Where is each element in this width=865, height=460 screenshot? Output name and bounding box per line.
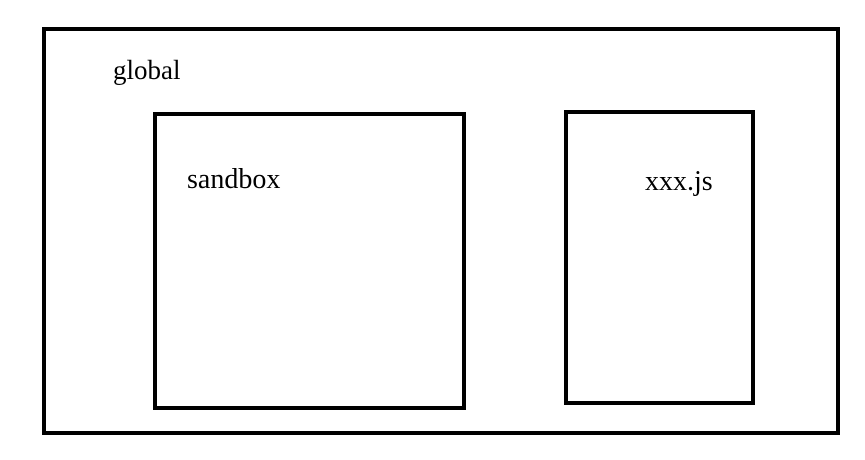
global-scope-label: global bbox=[113, 55, 181, 85]
global-scope-box: global sandbox xxx.js bbox=[42, 27, 840, 435]
xxxjs-box: xxx.js bbox=[564, 110, 755, 405]
sandbox-label: sandbox bbox=[187, 164, 281, 195]
xxxjs-label: xxx.js bbox=[645, 166, 713, 197]
sandbox-box: sandbox bbox=[153, 112, 466, 410]
